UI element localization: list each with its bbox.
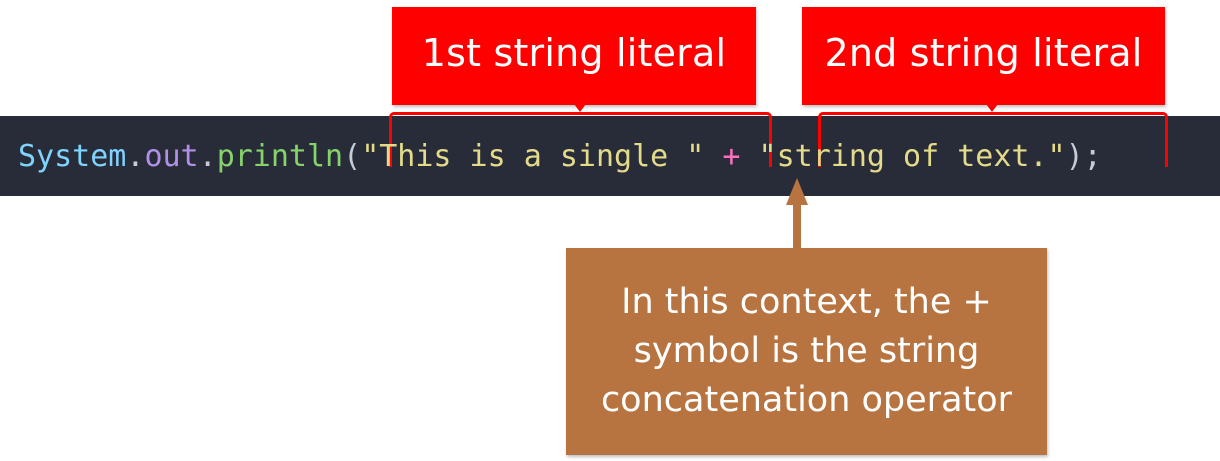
code-class-name: System (18, 139, 127, 174)
first-string-literal-label: 1st string literal (421, 31, 727, 75)
code-dot: . (198, 139, 217, 174)
code-band (0, 116, 1220, 196)
second-string-literal-label: 2nd string literal (824, 31, 1143, 75)
code-line: System.out.println("This is a single " +… (18, 137, 1102, 177)
second-string-literal-bracket (818, 112, 1168, 167)
concatenation-note: In this context, the + symbol is the str… (566, 248, 1047, 455)
code-close: ); (1065, 139, 1102, 174)
note-line: concatenation operator (600, 380, 1013, 420)
code-string-literal-2: "string of text." (758, 139, 1066, 174)
code-open-paren: ( (343, 139, 362, 174)
note-line: symbol is the string (633, 331, 980, 371)
second-string-literal-callout: 2nd string literal (802, 7, 1165, 105)
arrow-shape (786, 178, 808, 250)
note-line: In this context, the + (621, 282, 992, 322)
code-plus-operator: + (722, 139, 741, 174)
first-bracket-pointer (574, 104, 586, 112)
first-string-literal-bracket (389, 112, 772, 167)
code-dot: . (126, 139, 145, 174)
second-bracket-pointer (986, 104, 998, 112)
code-method: println (216, 139, 344, 174)
note-text: In this context, the + symbol is the str… (601, 278, 1012, 425)
first-string-literal-callout: 1st string literal (392, 7, 756, 105)
code-field: out (144, 139, 199, 174)
code-string-literal-1: "This is a single " (361, 139, 705, 174)
